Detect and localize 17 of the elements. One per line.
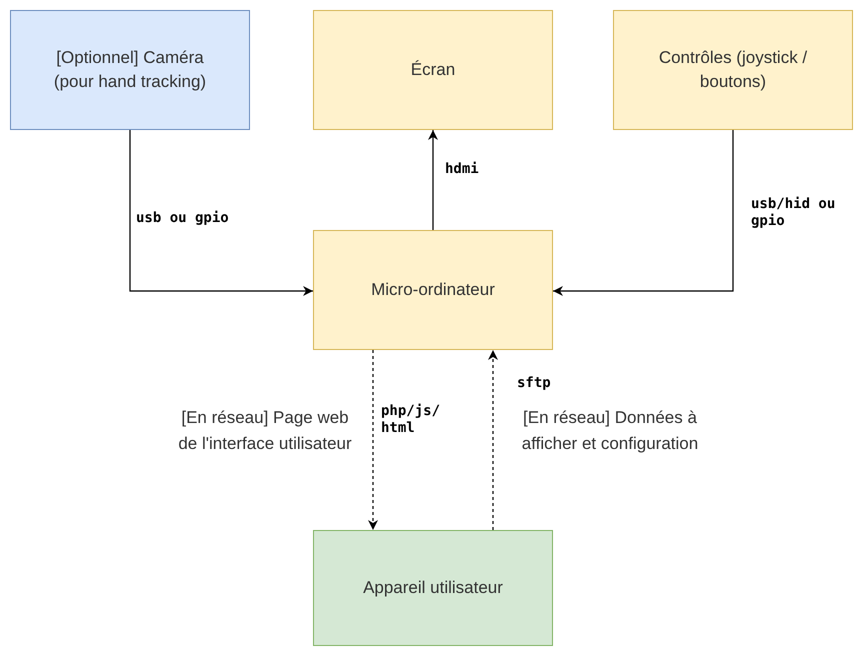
edge-label: usb/hid ou gpio [751,196,836,230]
process-box: [Optionnel] Caméra (pour hand tracking) [10,10,250,130]
edge-label: sftp [517,375,552,392]
annotation-text: [En réseau] Données à afficher et configuration [520,407,700,455]
arrow [488,350,498,530]
arrow [368,350,378,530]
edge-label: hdmi [445,161,480,178]
process-box: Écran [313,10,553,130]
edge-label: php/js/ html [381,403,442,437]
process-box: Contrôles (joystick / boutons) [613,10,853,130]
arrow [553,130,734,296]
arrow [129,130,313,296]
process-box: Micro-ordinateur [313,230,553,350]
arrow [428,130,438,230]
edge-label: usb ou gpio [136,210,230,227]
process-box: Appareil utilisateur [313,530,553,646]
annotation-text: [En réseau] Page web de l'interface utilisateur [177,407,353,455]
